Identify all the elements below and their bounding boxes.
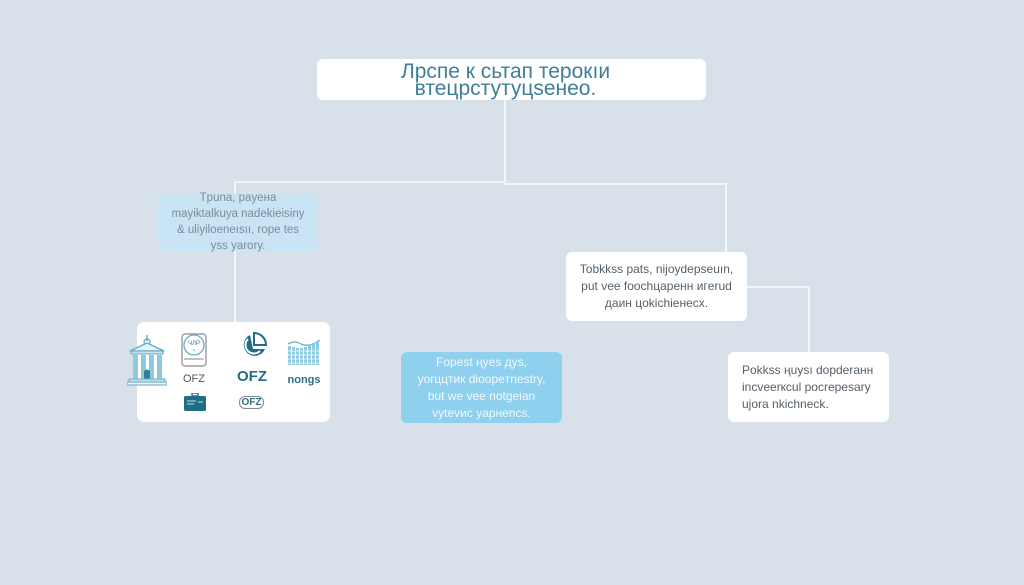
- bank-building-icon: [127, 335, 167, 386]
- connector-right-down: [725, 183, 727, 252]
- connector-horizontal-right: [504, 183, 726, 185]
- svg-text:≈: ≈: [193, 348, 196, 354]
- connector-title-down: [504, 100, 506, 182]
- node-right-text: Tobkkss pats, nijoydepseuın, put vee foo…: [579, 262, 734, 310]
- connector-right-horizontal: [747, 286, 809, 288]
- connector-horizontal-left: [234, 181, 505, 183]
- node-middle: Fopest ңyes дуs, yorццтик dioopeтnestry,…: [401, 352, 562, 423]
- node-right: Tobkkss pats, nijoydepseuın, put vee foo…: [566, 252, 747, 321]
- node-middle-text: Fopest ңyes дуs, yorццтик dioopeтnestry,…: [417, 354, 546, 420]
- pie-chart-label: OFZ: [237, 368, 267, 385]
- connector-far-right-down: [808, 286, 810, 352]
- ofz-badge-icon: OFZ: [239, 396, 264, 409]
- pie-chart-icon: [243, 331, 268, 356]
- node-left-text: Тpuna, payeна mayiktalkuya nadekieisiny …: [171, 192, 305, 252]
- node-left: Тpuna, payeна mayiktalkuya nadekieisiny …: [158, 192, 318, 252]
- bar-chart-icon: [287, 339, 321, 365]
- ofz-badge-label: OFZ: [241, 397, 262, 408]
- svg-text:ЧЛР: ЧЛР: [188, 341, 200, 347]
- briefcase-icon: [184, 393, 206, 411]
- node-far-right-text: Pokkss ңuysı dopderанн incveerкcul pocre…: [742, 362, 874, 411]
- document-seal-icon: ЧЛР ≈: [181, 333, 207, 367]
- icons-card: [137, 322, 330, 422]
- connector-left-down: [234, 181, 236, 193]
- connector-left-to-icons: [234, 251, 236, 322]
- bar-chart-label: nongs: [287, 374, 321, 386]
- diagram-title: Лрспе к сьтап терокıи втецрстутуцsенео.: [400, 59, 611, 100]
- document-seal-label: OFZ: [183, 373, 205, 385]
- diagram-title-node: Лрспе к сьтап терокıи втецрстутуцsенео.: [317, 59, 706, 100]
- node-far-right: Pokkss ңuysı dopderанн incveerкcul pocre…: [728, 352, 889, 422]
